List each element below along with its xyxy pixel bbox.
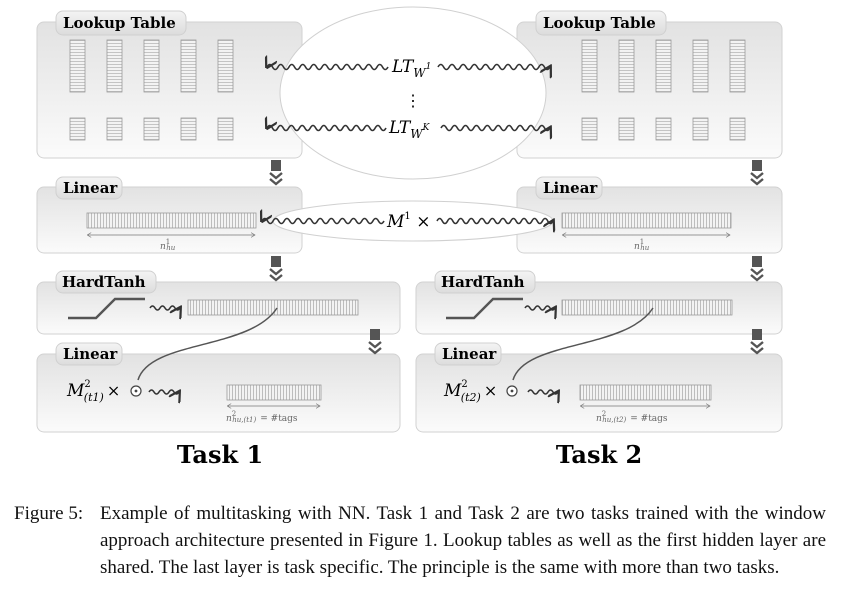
embedding-column-small	[217, 117, 234, 141]
embedding-column	[69, 39, 86, 93]
wave-connector	[267, 65, 389, 70]
hardtanh-label-task2: HardTanh	[441, 273, 525, 291]
m2-label-task1: M2(t1)×	[66, 379, 120, 404]
embedding-column	[729, 39, 746, 93]
hardtanh-label-task1: HardTanh	[62, 273, 146, 291]
linear1-label-task2: Linear	[543, 179, 598, 197]
lt-w1-label: LTW1	[391, 57, 431, 80]
linear2-panel-task1	[36, 353, 401, 433]
embedding-column	[618, 39, 635, 93]
down-arrow-icon	[750, 329, 764, 355]
hardtanh-rows	[68, 297, 733, 320]
task2-title: Task 2	[556, 440, 642, 469]
wave-connector	[149, 306, 180, 310]
multitask-architecture-diagram: Lookup Table Lookup Table Linear Linear …	[36, 6, 783, 469]
task1-title: Task 1	[177, 440, 263, 469]
m1-label: M1 ×	[386, 211, 430, 232]
shared-wave-connectors	[148, 65, 558, 395]
lookup-table-label-task1: Lookup Table	[63, 14, 176, 32]
wave-connector	[267, 126, 387, 131]
embedding-column-small	[180, 117, 197, 141]
embedding-column	[655, 39, 672, 93]
linear2-label-task2: Linear	[442, 345, 497, 363]
embedding-column-small	[69, 117, 86, 141]
figure-caption: Figure 5: Example of multitasking with N…	[14, 500, 826, 581]
embedding-column	[217, 39, 234, 93]
embedding-column	[143, 39, 160, 93]
wave-connector	[436, 219, 553, 224]
embedding-column-small	[692, 117, 709, 141]
embedding-column-small	[655, 117, 672, 141]
embedding-column	[106, 39, 123, 93]
embedding-column-small	[581, 117, 598, 141]
lt-wk-label: LTWK	[388, 118, 431, 141]
hardtanh-curve-icon-task2	[446, 297, 523, 320]
down-arrow-icon	[750, 256, 764, 282]
weight-link-task1	[137, 307, 278, 381]
panel-tags: Lookup Table Lookup Table Linear Linear …	[55, 10, 667, 366]
embedding-column-small	[618, 117, 635, 141]
wave-connector	[527, 390, 558, 394]
wave-connector	[524, 306, 555, 310]
caption-label: Figure 5:	[14, 503, 84, 524]
linear2-rows	[130, 307, 712, 406]
embedding-column	[180, 39, 197, 93]
weight-link-task2	[512, 307, 654, 381]
embedding-column-small	[729, 117, 746, 141]
shared-lookup-ellipse	[279, 6, 547, 180]
embedding-column-small	[106, 117, 123, 141]
wave-connector	[440, 126, 550, 131]
vdots: ⋮	[405, 91, 421, 110]
embedding-column	[581, 39, 598, 93]
wave-connector	[262, 219, 385, 224]
m2-label-task2: M2(t2)×	[443, 379, 497, 404]
embedding-column	[692, 39, 709, 93]
down-arrow-icon	[750, 160, 764, 186]
linear2-label-task1: Linear	[63, 345, 118, 363]
lookup-table-label-task2: Lookup Table	[543, 14, 656, 32]
flow-arrows	[269, 160, 764, 355]
wave-connector	[437, 65, 550, 70]
down-arrow-icon	[269, 256, 283, 282]
linear1-label-task1: Linear	[63, 179, 118, 197]
down-arrow-icon	[269, 160, 283, 186]
caption-text: Example of multitasking with NN. Task 1 …	[100, 503, 826, 578]
hardtanh-curve-icon-task1	[68, 297, 145, 320]
down-arrow-icon	[368, 329, 382, 355]
embedding-column-small	[143, 117, 160, 141]
lookup-table-columns	[69, 39, 746, 141]
wave-connector	[148, 390, 179, 394]
